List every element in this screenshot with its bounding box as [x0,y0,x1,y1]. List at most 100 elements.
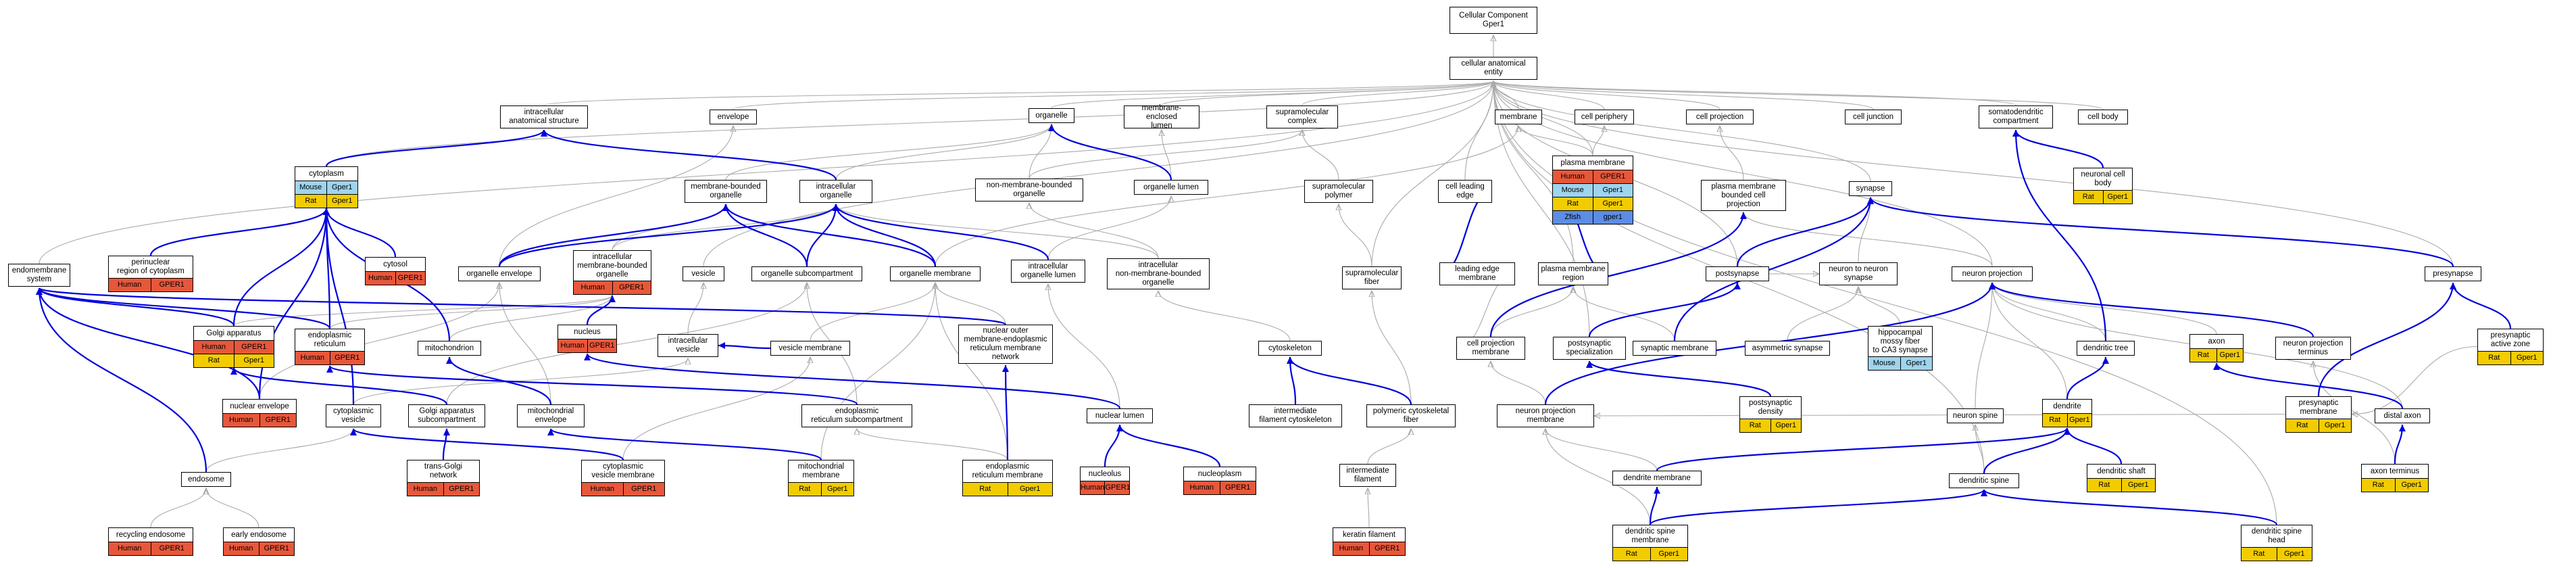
go-term-imbo[interactable]: intracellular membrane-bounded organelle… [573,250,651,295]
go-term-cperiph[interactable]: cell periphery [1575,110,1634,124]
go-term-membrane[interactable]: membrane [1495,110,1542,124]
go-term-mitoenv[interactable]: mitochondrial envelope [517,404,585,427]
go-term-mel[interactable]: membrane-enclosed lumen [1124,104,1199,130]
is-a-edge [1975,283,1992,409]
go-term-presyn[interactable]: presynapse [2425,266,2481,281]
go-term-iol[interactable]: intracellular organelle lumen [1011,260,1085,283]
go-term-osub[interactable]: organelle subcompartment [751,266,862,281]
go-term-endomem[interactable]: endomembrane system [8,264,70,287]
go-term-endosome[interactable]: endosome [181,472,231,487]
go-term-n2n[interactable]: neuron to neuron synapse [1819,262,1898,285]
go-term-dspine[interactable]: dendritic spine [1949,473,2019,488]
go-term-soma[interactable]: somatodendritic compartment [1979,105,2053,128]
go-term-olumen[interactable]: organelle lumen [1134,180,1208,195]
go-term-asymsyn[interactable]: asymmetric synapse [1745,341,1830,356]
go-term-nproj[interactable]: neuron projection [1952,266,2033,281]
go-term-pcf[interactable]: polymeric cytoskeletal fiber [1366,404,1456,427]
go-term-smpoly[interactable]: supramolecular polymer [1304,180,1373,203]
go-term-ifil[interactable]: intermediate filament [1339,464,1396,487]
go-term-dtree[interactable]: dendritic tree [2077,341,2135,356]
go-term-ifc[interactable]: intermediate filament cytoskeleton [1249,404,1342,427]
go-term-omem[interactable]: organelle membrane [890,266,981,281]
go-term-organelle[interactable]: organelle [1029,108,1074,123]
go-term-npt[interactable]: neuron projection terminus [2275,337,2351,360]
go-term-envelope[interactable]: envelope [710,110,757,124]
go-term-smfiber[interactable]: supramolecular fiber [1342,266,1402,289]
go-term-cbody[interactable]: cell body [2078,110,2128,124]
go-term-smc[interactable]: supramolecular complex [1266,105,1338,128]
go-term-label: early endosome [231,530,287,539]
go-term-root[interactable]: Cellular Component Gper1 [1450,7,1537,34]
go-term-oenv[interactable]: organelle envelope [458,266,541,281]
go-term-label: endomembrane system [11,266,67,283]
go-term-lem[interactable]: leading edge membrane [1439,262,1515,285]
go-term-ersub[interactable]: endoplasmic reticulum subcompartment [801,404,912,427]
go-term-postsyn[interactable]: postsynapse [1706,266,1769,281]
go-term-label: neuron projection [1962,269,2023,278]
go-term-nmbo[interactable]: non-membrane-bounded organelle [975,179,1083,202]
go-term-nspine[interactable]: neuron spine [1947,408,2004,423]
go-term-npm[interactable]: neuron projection membrane [1497,404,1594,427]
go-term-inmbo[interactable]: intracellular non-membrane-bounded organ… [1107,258,1210,289]
go-term-label: recycling endosome [116,530,186,539]
go-term-ias[interactable]: intracellular anatomical structure [500,105,588,128]
go-term-daxon[interactable]: distal axon [2375,408,2430,423]
go-term-dmem[interactable]: dendrite membrane [1612,471,1702,486]
go-term-mbo[interactable]: membrane-bounded organelle [685,180,767,203]
go-term-cpm[interactable]: cell projection membrane [1456,337,1525,360]
go-term-synmem[interactable]: synaptic membrane [1633,341,1716,356]
go-term-vesicle[interactable]: vesicle [683,266,724,281]
go-term-mito[interactable]: mitochondrion [418,341,481,356]
go-term-cae[interactable]: cellular anatomical entity [1450,57,1537,80]
go-term-vmem[interactable]: vesicle membrane [770,341,850,356]
go-term-golgisub[interactable]: Golgi apparatus subcompartment [408,404,485,427]
go-term-cytoskel[interactable]: cytoskeleton [1258,341,1322,356]
go-term-label: nucleoplasm [1197,469,1242,478]
go-term-cjunc[interactable]: cell junction [1845,110,1902,124]
go-term-cytovesicle[interactable]: cytoplasmic vesicle [326,404,381,427]
go-term-pmr[interactable]: plasma membrane region [1538,262,1608,285]
go-term-synapse[interactable]: synapse [1849,181,1892,196]
go-term-cproj[interactable]: cell projection [1686,110,1754,124]
part-of-edge [149,208,330,256]
go-term-cle[interactable]: cell leading edge [1438,180,1492,203]
go-term-pss[interactable]: postsynaptic specialization [1553,337,1626,360]
go-term-io[interactable]: intracellular organelle [799,180,872,203]
species-label: Human [229,416,253,424]
go-term-nuoute[interactable]: nuclear outer membrane-endoplasmic retic… [958,325,1053,364]
species-label: Rat [1749,421,1761,429]
go-term-nlumen[interactable]: nuclear lumen [1087,408,1153,423]
go-term-ivesicle[interactable]: intracellular vesicle [658,334,718,357]
go-term-pmbcp[interactable]: plasma membrane bounded cell projection [1701,180,1786,211]
